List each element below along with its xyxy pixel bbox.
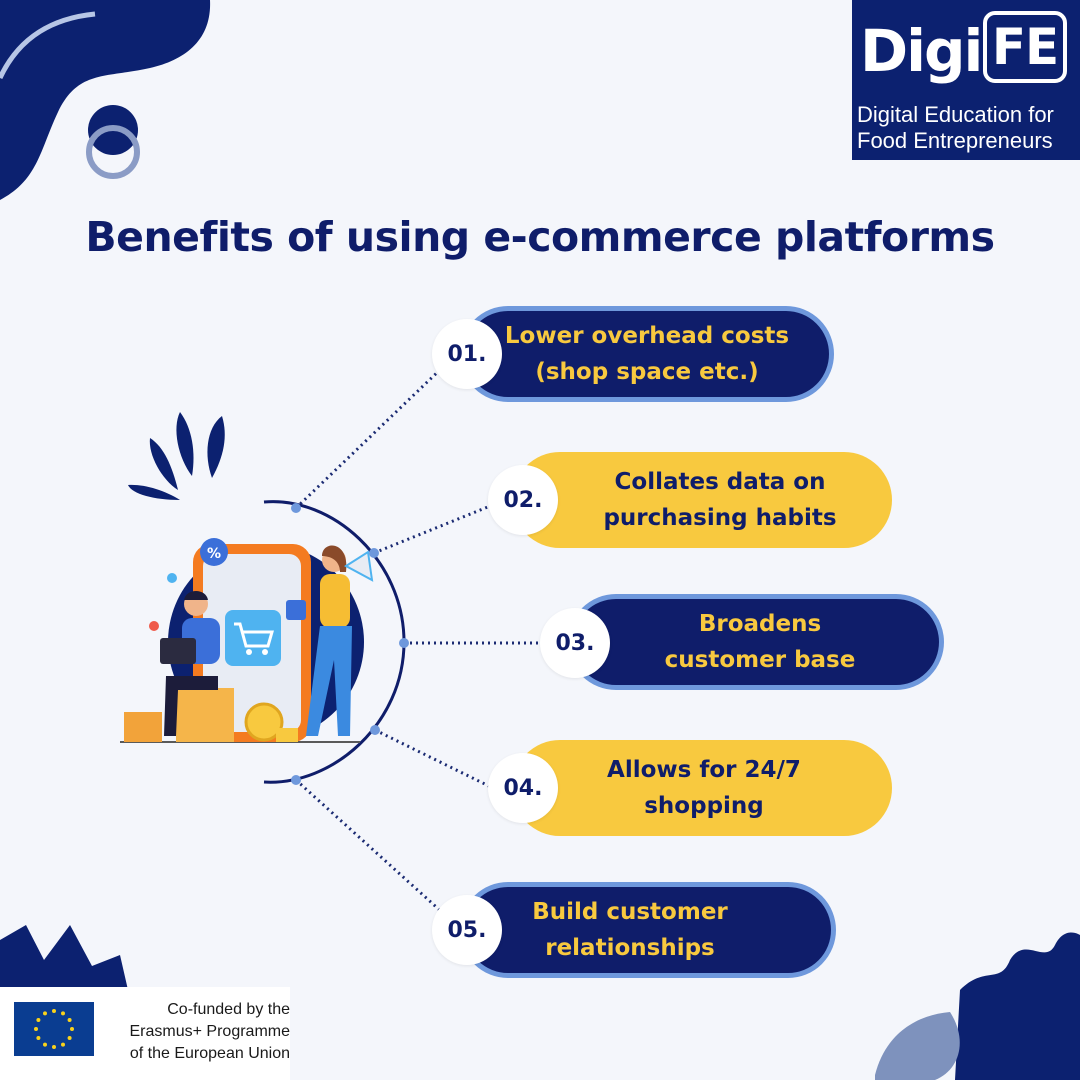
benefit-text: Collates data on purchasing habits <box>603 469 837 531</box>
benefit-pill-05: Build customer relationships <box>460 882 836 978</box>
benefit-text: Build customer relationships <box>532 899 728 961</box>
benefit-number-03: 03. <box>540 608 610 678</box>
digife-logo: Digi FE Digital Education for Food Entre… <box>852 0 1080 160</box>
logo-subtitle: Digital Education for Food Entrepreneurs <box>857 102 1079 154</box>
logo-subtitle-line2: Food Entrepreneurs <box>857 128 1053 153</box>
connector-dot <box>291 775 301 785</box>
logo-subtitle-line1: Digital Education for <box>857 102 1054 127</box>
percent-badge: % <box>207 546 221 562</box>
benefit-pill-01: Lower overhead costs (shop space etc.) <box>460 306 834 402</box>
eu-flag-icon <box>14 1002 94 1056</box>
benefit-number-02: 02. <box>488 465 558 535</box>
benefit-pill-03: Broadens customer base <box>568 594 944 690</box>
logo-word-fe: FE <box>983 11 1067 83</box>
benefit-pill-02: Collates data on purchasing habits <box>512 452 892 548</box>
benefit-text: Broadens customer base <box>664 611 856 673</box>
connector-dot <box>370 725 380 735</box>
benefit-number-01: 01. <box>432 319 502 389</box>
cofunded-text: Co-funded by the Erasmus+ Programme of t… <box>129 1001 291 1062</box>
benefit-text: Allows for 24/7 shopping <box>607 757 801 819</box>
benefit-number-04: 04. <box>488 753 558 823</box>
connector-dot <box>399 638 409 648</box>
connector-dot <box>291 503 301 513</box>
benefit-text: Lower overhead costs (shop space etc.) <box>504 323 790 385</box>
benefit-number-05: 05. <box>432 895 502 965</box>
eu-cofunded-badge: Co-funded by the Erasmus+ Programme of t… <box>0 987 290 1080</box>
connector-dot <box>369 548 379 558</box>
benefit-pill-04: Allows for 24/7 shopping <box>512 740 892 836</box>
logo-word-digi: Digi <box>860 17 983 85</box>
page-title: Benefits of using e-commerce platforms <box>85 213 995 261</box>
